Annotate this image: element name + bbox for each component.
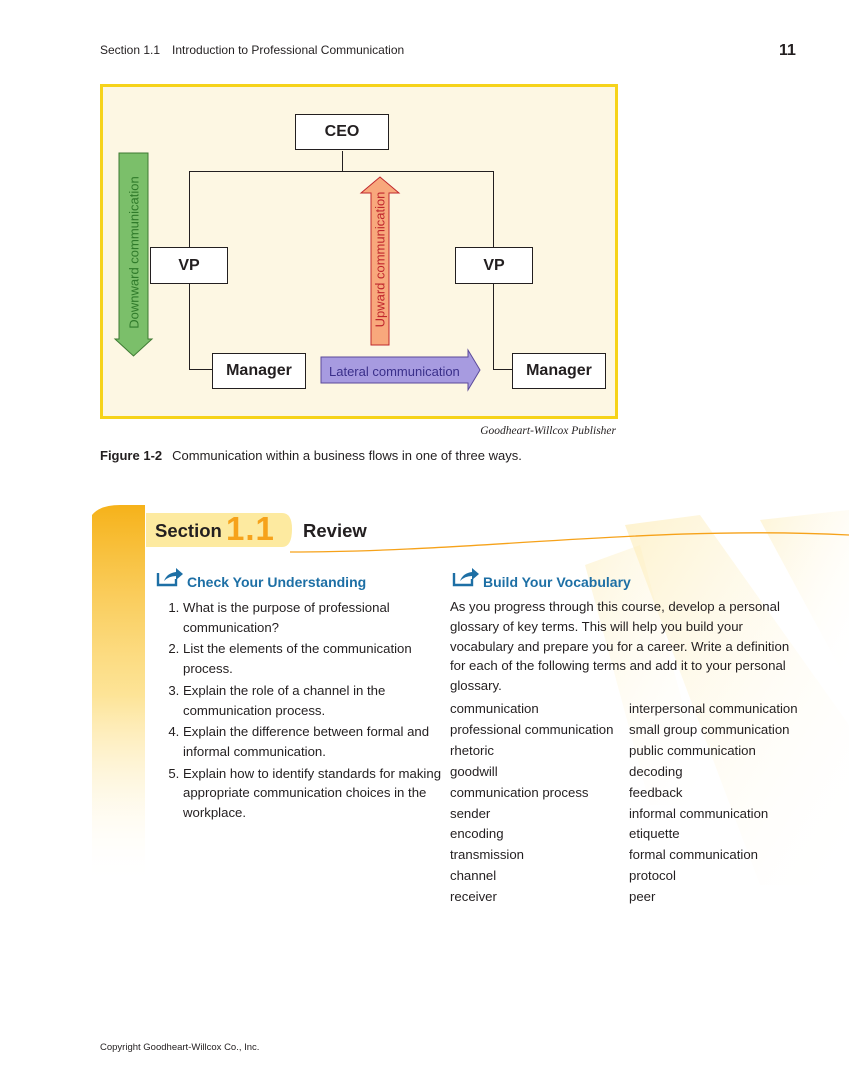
connector-line (493, 369, 512, 371)
connector-line (493, 283, 495, 369)
communication-arrows (113, 152, 481, 392)
review-background (92, 505, 849, 885)
review-section-number: 1.1 (226, 510, 275, 547)
manager-right-box: Manager (512, 353, 606, 389)
vocab-term: feedback (629, 784, 683, 800)
page-number: 11 (779, 42, 796, 59)
vocab-term: transmission (450, 847, 525, 863)
share-arrow-icon (156, 568, 183, 587)
question-item: Explain how to identify standards for ma… (183, 764, 453, 823)
vocab-term: public communication (629, 742, 756, 758)
review-section-word: Section (155, 520, 222, 541)
running-header: Section 1.1 Introduction to Professional … (100, 43, 404, 57)
connector-line (189, 369, 213, 371)
vocab-term: goodwill (450, 763, 498, 779)
vocab-term: communication (450, 701, 539, 716)
figure-caption: Figure 1-2 Communication within a busines… (100, 448, 522, 463)
vocab-term: communication process (450, 784, 589, 800)
connector-line (189, 171, 494, 173)
ceo-box: CEO (295, 114, 389, 150)
lateral-arrow (320, 348, 481, 392)
downward-arrow (113, 152, 154, 357)
vocabulary-intro: As you progress through this course, dev… (450, 599, 790, 694)
connector-line (189, 283, 191, 369)
connector-line (342, 151, 344, 172)
connector-line (493, 171, 495, 247)
header-chapter-title: Introduction to Professional Communicati… (172, 43, 405, 57)
vocab-term: informal communication (629, 805, 769, 821)
vocab-column-2: interpersonal communication small group … (629, 699, 798, 908)
vocab-term: small group communication (629, 721, 790, 737)
review-title: Review (303, 520, 367, 541)
vocab-term: interpersonal communication (629, 701, 798, 716)
vocab-term: formal communication (629, 847, 758, 863)
copyright-footer: Copyright Goodheart-Willcox Co., Inc. (100, 1042, 260, 1053)
question-item: Explain the difference between formal an… (183, 722, 453, 761)
question-list: What is the purpose of professional comm… (164, 598, 453, 825)
caption-text: Communication within a business flows in… (172, 448, 522, 463)
vp-left-box: VP (150, 247, 228, 284)
lateral-label: Lateral communication (329, 364, 460, 379)
check-understanding-heading: Check Your Understanding (187, 574, 367, 590)
question-item: List the elements of the communication p… (183, 639, 453, 678)
question-item: What is the purpose of professional comm… (183, 598, 453, 637)
vocab-term: rhetoric (450, 742, 494, 758)
manager-left-box: Manager (212, 353, 306, 389)
vocab-term: etiquette (629, 826, 680, 842)
upward-label: Upward communication (372, 191, 388, 328)
question-item: Explain the role of a channel in the com… (183, 681, 453, 720)
vp-right-box: VP (455, 247, 533, 284)
vocab-term: decoding (629, 763, 683, 779)
build-vocabulary-heading: Build Your Vocabulary (483, 574, 631, 590)
share-arrow-icon (452, 568, 479, 587)
vocab-term: protocol (629, 868, 676, 884)
header-section: Section 1.1 (100, 43, 161, 57)
vocab-term: channel (450, 868, 497, 884)
vocab-term: peer (629, 889, 656, 905)
vocab-term: professional communication (450, 721, 614, 737)
figure-credit: Goodheart-Willcox Publisher (480, 425, 616, 437)
caption-label: Figure 1-2 (100, 448, 163, 463)
org-chart-figure: CEO VP VP Manager Manager Downward commu… (100, 84, 618, 419)
vocab-column-1: communication professional communication… (450, 699, 613, 908)
connector-line (189, 171, 191, 247)
vocab-term: sender (450, 805, 491, 821)
vocab-term: receiver (450, 889, 497, 905)
downward-label: Downward communication (126, 176, 142, 329)
upward-arrow (359, 176, 401, 346)
vocab-term: encoding (450, 826, 504, 842)
